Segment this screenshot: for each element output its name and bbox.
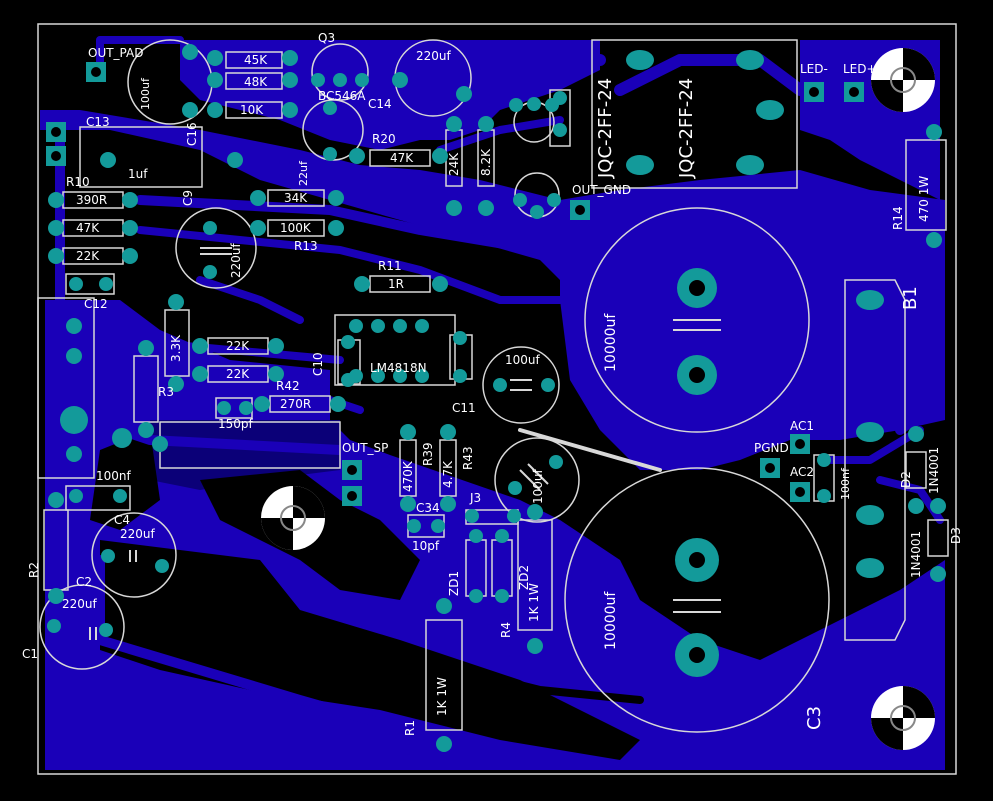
c220uf-c2-label: 220uf <box>62 597 97 611</box>
d1n4001a-label: 1N4001 <box>927 446 941 494</box>
r22k-b-label: 22K <box>226 339 250 353</box>
c220-c9-label: 220uf <box>229 243 243 278</box>
c11-label: C11 <box>452 401 476 415</box>
c16-label: C16 <box>185 122 199 146</box>
b1-label: B1 <box>900 286 921 310</box>
relay-label-a: JQC-2FF-24 <box>595 77 616 178</box>
c1uf-label: 1uf <box>128 167 148 181</box>
r1k-label: 1K 1W <box>435 677 449 716</box>
r47k-mid-label: 47K <box>390 151 414 165</box>
r2-label: R2 <box>27 562 41 578</box>
c10-label: C10 <box>311 352 325 376</box>
c34-label: C34 <box>416 501 440 515</box>
q3-label: Q3 <box>318 31 336 45</box>
r4-label: R4 <box>499 622 513 638</box>
bc546a-label: BC546A <box>318 89 366 103</box>
c220-top-label: 220uf <box>416 49 451 63</box>
r10-label: R10 <box>66 175 90 189</box>
lm4818n-label: LM4818N <box>370 361 427 375</box>
pgnd-label: PGND <box>754 441 789 455</box>
r4k-label: 4.7K <box>441 461 455 488</box>
c220uf-left-label: 220uf <box>120 527 155 541</box>
r47k-label: 47K <box>76 221 100 235</box>
mounting-hole-top-right <box>871 48 935 112</box>
mounting-holes <box>261 48 935 750</box>
c150pf-label: 150pf <box>218 417 253 431</box>
c22uf-label: 22uf <box>297 161 310 186</box>
r43-label: R43 <box>461 446 475 470</box>
mounting-hole-mid-left <box>261 486 325 550</box>
r34k-label: 34K <box>284 191 308 205</box>
c1-label: C1 <box>22 647 39 661</box>
r1k-b-label: 1K 1W <box>527 583 541 622</box>
capacitor-symbols <box>89 247 721 640</box>
zd1-label: ZD1 <box>447 570 461 596</box>
r11-label: R11 <box>378 259 402 273</box>
c100uf-mid-label: 100uf <box>505 353 540 367</box>
j3-label: J3 <box>470 491 482 505</box>
c100uf-bot-label: 100uf <box>531 469 545 504</box>
r14-label: R14 <box>891 206 905 230</box>
r1r-label: 1R <box>388 277 404 291</box>
pads <box>46 44 946 752</box>
d1n4001b-label: 1N4001 <box>909 530 923 578</box>
r20-label: R20 <box>372 132 396 146</box>
r48k-label: 48K <box>244 75 268 89</box>
r470k-label: 470K <box>401 461 415 492</box>
r13-label: R13 <box>294 239 318 253</box>
c100nf-right-label: 100nf <box>839 468 852 500</box>
mounting-hole-bottom-right <box>871 686 935 750</box>
r390-label: 390R <box>76 193 108 207</box>
r33k-label: 3.3K <box>169 335 183 362</box>
c13-label: C13 <box>86 115 110 129</box>
ac1-label: AC1 <box>790 419 815 433</box>
r1-label: R1 <box>403 720 417 736</box>
d2-label: D2 <box>899 471 913 488</box>
d3-label: D3 <box>949 527 963 544</box>
c10000-bot-label: 10000uf <box>603 591 619 650</box>
led-minus-label: LED- <box>800 62 828 76</box>
r270-label: 270R <box>280 397 312 411</box>
c3-label: C3 <box>804 705 825 730</box>
ac2-label: AC2 <box>790 465 815 479</box>
c10pf-label: 10pf <box>412 539 440 553</box>
c100-top-label: 100uf <box>139 78 152 110</box>
c10000-top-label: 10000uf <box>603 313 619 372</box>
r45k-label: 45K <box>244 53 268 67</box>
c2-label: C2 <box>76 575 93 589</box>
r22k-c-label: 22K <box>226 367 250 381</box>
c4-label: C4 <box>114 513 131 527</box>
r100k-label: 100K <box>280 221 311 235</box>
out-sp-label: OUT_SP <box>342 441 389 455</box>
r24k-label: 24K <box>447 152 461 176</box>
r10k-label: 10K <box>240 103 264 117</box>
c9-label: C9 <box>181 189 195 206</box>
c14-label: C14 <box>368 97 392 111</box>
r22k-label: 22K <box>76 249 100 263</box>
c12-label: C12 <box>84 297 108 311</box>
c100nf-label: 100nf <box>96 469 131 483</box>
relay-label-b: JQC-2FF-24 <box>676 77 697 178</box>
out-gnd-label: OUT_GND <box>572 183 632 197</box>
r42-label: R42 <box>276 379 300 393</box>
led-plus-label: LED+ <box>843 62 877 76</box>
r470-label: 470 1W <box>917 175 931 222</box>
r39-label: R39 <box>421 442 435 466</box>
r3-label: R3 <box>158 385 174 399</box>
out-pad-label: OUT_PAD <box>88 46 144 60</box>
r8k-label: 8.2K <box>479 149 493 176</box>
copper-traces <box>55 36 945 745</box>
